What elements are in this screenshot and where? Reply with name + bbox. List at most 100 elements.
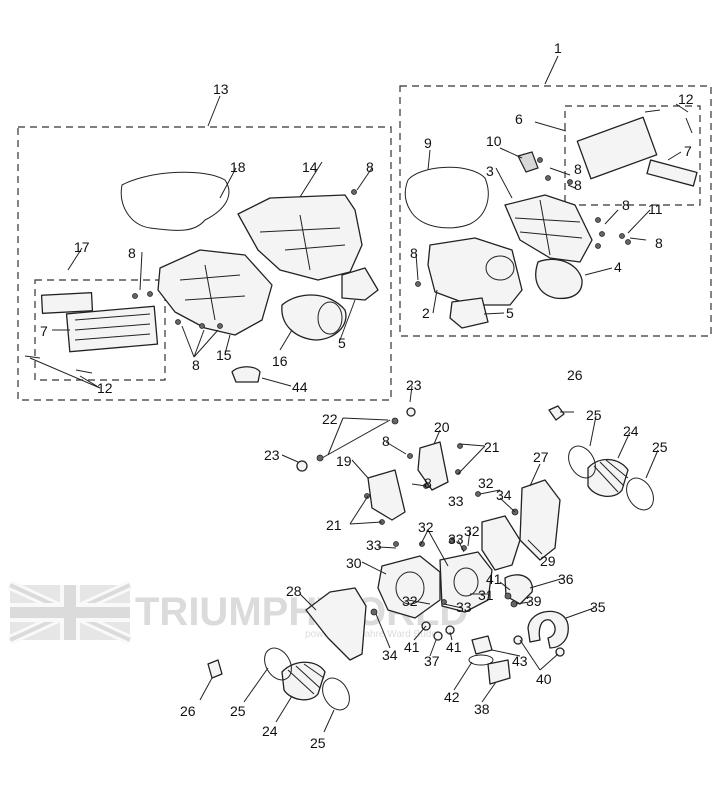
callout-8-c2: 8 [424, 475, 432, 491]
gasket-7-right [646, 159, 698, 187]
callout-38: 38 [474, 701, 490, 717]
callout-25-l2: 25 [310, 735, 326, 751]
callout-3: 3 [486, 163, 494, 179]
callout-16: 16 [272, 353, 288, 369]
bracket-19 [367, 469, 406, 521]
callout-21-a: 21 [484, 439, 500, 455]
callout-17: 17 [74, 239, 90, 255]
callout-26-top: 26 [567, 367, 583, 383]
callout-32-d: 32 [402, 593, 418, 609]
washer-23-top [406, 407, 416, 417]
gasket-17 [40, 292, 94, 314]
callout-19: 19 [336, 453, 352, 469]
callout-33-b: 33 [366, 537, 382, 553]
hose-36 [504, 574, 533, 605]
fitting-43 [471, 635, 493, 655]
callout-25-r2: 25 [652, 439, 668, 455]
hose-24-left [281, 661, 326, 701]
airbox-lid-14 [237, 194, 363, 281]
throttle-body-31 [439, 551, 493, 613]
group-box-17-sub [34, 279, 166, 381]
callout-43: 43 [512, 653, 528, 669]
callout-42: 42 [444, 689, 460, 705]
callout-41-b: 41 [404, 639, 420, 655]
callout-7-right: 7 [684, 143, 692, 159]
callout-34-bottom: 34 [382, 647, 398, 663]
callout-26-bottom: 26 [180, 703, 196, 719]
callout-44: 44 [292, 379, 308, 395]
callout-15: 15 [216, 347, 232, 363]
callout-20: 20 [434, 419, 450, 435]
callout-37: 37 [424, 653, 440, 669]
callout-25-l1: 25 [230, 703, 246, 719]
callout-21-b: 21 [326, 517, 342, 533]
clamp-25-left-b [322, 677, 350, 711]
callout-32-b: 32 [418, 519, 434, 535]
bolt-22 [321, 419, 391, 459]
callout-29: 29 [540, 553, 556, 569]
callout-22: 22 [322, 411, 338, 427]
callout-9: 9 [424, 135, 432, 151]
side-cover-28 [305, 587, 367, 661]
filter-7-left [65, 305, 159, 353]
callout-8-r4: 8 [655, 235, 663, 251]
filter-7-right [576, 116, 658, 180]
group-box-13 [17, 126, 392, 401]
callout-39: 39 [526, 593, 542, 609]
clamp-25-left-a [264, 647, 292, 681]
cap-26-bottom [207, 659, 223, 679]
callout-10: 10 [486, 133, 502, 149]
clamp-25-right-a [568, 445, 596, 479]
callout-25-r1: 25 [586, 407, 602, 423]
callout-8-r5: 8 [410, 245, 418, 261]
cap-38 [487, 659, 511, 685]
callout-32-a: 32 [478, 475, 494, 491]
callout-24-right: 24 [623, 423, 639, 439]
callout-36: 36 [558, 571, 574, 587]
rubber-seal-5-right [449, 297, 489, 329]
callout-31: 31 [478, 587, 494, 603]
callout-24-left: 24 [262, 723, 278, 739]
washer-23-left [296, 460, 308, 472]
side-cover-27 [519, 479, 561, 561]
airbox-lower-2 [427, 237, 523, 306]
group-box-6-sub [564, 105, 701, 206]
callout-8-r1: 8 [574, 161, 582, 177]
callout-7-left: 7 [40, 323, 48, 339]
union-flag-icon [7, 580, 133, 645]
intake-duct-4 [535, 258, 583, 300]
callout-41-a: 41 [486, 571, 502, 587]
callout-8-r2: 8 [574, 177, 582, 193]
callout-1: 1 [554, 40, 562, 56]
callout-8-c1: 8 [382, 433, 390, 449]
clamp-25-right-b [626, 477, 654, 511]
airbox-upper-3 [504, 194, 593, 263]
hose-35 [527, 610, 569, 649]
group-box-1 [399, 85, 712, 337]
callout-8-l2: 8 [128, 245, 136, 261]
bracket-29 [481, 515, 521, 571]
seal-18 [120, 171, 230, 231]
callout-27: 27 [533, 449, 549, 465]
callout-8-l3: 8 [192, 357, 200, 373]
callout-33-c: 33 [448, 531, 464, 547]
callout-4: 4 [614, 259, 622, 275]
callout-30: 30 [346, 555, 362, 571]
hose-44 [231, 366, 261, 383]
callout-23-top: 23 [406, 377, 422, 393]
rubber-seal-5-left [341, 267, 379, 301]
callout-5-right: 5 [506, 305, 514, 321]
callout-33-a: 33 [448, 493, 464, 509]
callout-6: 6 [515, 111, 523, 127]
bracket-10 [517, 151, 539, 173]
callout-12-left: 12 [97, 380, 113, 396]
callout-labels: 1 13 12 6 9 10 7 3 8 8 8 11 8 4 8 2 5 14… [40, 40, 694, 751]
callout-33-d: 33 [456, 599, 472, 615]
screw-set-left [24, 189, 357, 374]
callout-40: 40 [536, 671, 552, 687]
intake-duct-16 [281, 294, 347, 341]
airbox-lower-15 [157, 249, 273, 336]
callout-34-top: 34 [496, 487, 512, 503]
bracket-20 [417, 441, 449, 491]
